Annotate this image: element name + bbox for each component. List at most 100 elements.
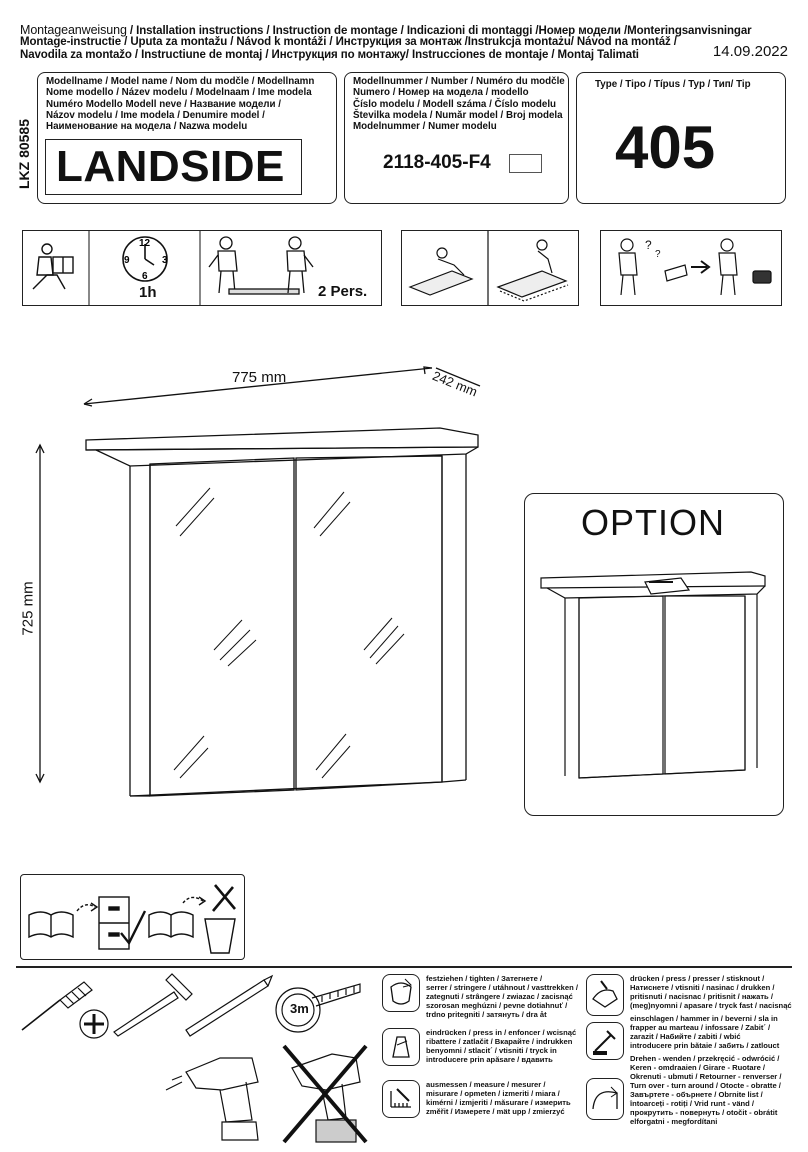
legend-line: zarazit / Набийте / zabiti / wbić [630, 1032, 741, 1041]
legend-line: Okrenuti - ubmuti / Retourner - renverse… [630, 1072, 782, 1081]
height-dimension: 725 mm [19, 581, 37, 636]
tape-length-label: 3m [290, 1001, 309, 1016]
model-name-labels: Modellname / Model name / Nom du modčle … [46, 76, 314, 132]
clock-numeral: 6 [142, 271, 148, 282]
option-cabinet-drawing [540, 571, 766, 779]
phillips-bit-icon [79, 1009, 109, 1039]
model-number-labels: Modellnummer / Number / Numéro du modčle… [353, 76, 565, 132]
keep-instructions-illustration [28, 884, 236, 954]
clock-numeral: 9 [124, 255, 130, 266]
measure-icon [382, 1080, 420, 1118]
type-label: Type / Tipo / Típus / Typ / Тип/ Tip [595, 79, 751, 90]
press-in-text: eindrücken / press in / enfoncer / wcisn… [426, 1028, 576, 1064]
type-box: Type / Tipo / Típus / Typ / Тип/ Tip 405 [576, 72, 786, 204]
legend-line: zategnuti / strângere / zwiazac / zacisn… [426, 992, 573, 1001]
hammer-in-text: einschlagen / hammer in / beverni / sla … [630, 1014, 779, 1050]
press-text: drücken / press / presser / stisknout / … [630, 974, 792, 1010]
header-lead: Montageanweisung [20, 23, 127, 37]
time-label: 1h [139, 284, 157, 301]
preparation-panel: 12 3 6 9 1h 2 Pers. [22, 230, 382, 306]
model-label-line: Názov modelu / Ime modela / Denumire mod… [46, 109, 265, 121]
legend-line: ribattere / zatlačit / Вкарайте / indruk… [426, 1037, 573, 1046]
number-label-line: Numero / Номер на модела / modello [353, 87, 529, 99]
floor-protection-panel [401, 230, 579, 306]
legend-line: kimérni / izmjeriti / măsurare / измерит… [426, 1098, 571, 1107]
legend-line: szorosan meghúzni / pevne dotiahnuť / [426, 1001, 568, 1010]
legend-line: trdno pritegniti / затянуть / dra åt [426, 1010, 547, 1019]
cordless-drill-crossed-icon [282, 1044, 368, 1144]
read-instructions-icon [32, 243, 74, 290]
measure-text: ausmessen / measure / mesurer / misurare… [426, 1080, 571, 1116]
width-dimension: 775 mm [232, 369, 287, 386]
hammer-in-icon [586, 1022, 624, 1060]
legend-line: Завъртете - обърнете / Obrnite list / [630, 1090, 763, 1099]
screwdriver-icon [21, 981, 93, 1031]
missing-parts-illustration: ? ? [618, 238, 772, 296]
turn-over-icon [586, 1078, 624, 1120]
tape-measure-icon [275, 983, 361, 1033]
legend-line: misurare / opmeten / izmeriti / miara / [426, 1089, 560, 1098]
press-icon [586, 974, 624, 1016]
option-box: OPTION [524, 493, 784, 816]
tighten-text: festziehen / tighten / Затегнете / serre… [426, 974, 578, 1019]
header-line-1: Montageanweisung / Installation instruct… [20, 23, 752, 37]
number-label-line: Číslo modelu / Modell száma / Číslo mode… [353, 98, 557, 110]
legend-line: introducere prin bătaie / забить / zatlo… [630, 1041, 780, 1050]
legend-line: ausmessen / measure / mesurer / [426, 1080, 546, 1089]
option-title: OPTION [581, 502, 726, 543]
press-in-icon [382, 1028, 420, 1066]
turn-over-text: Drehen - wenden / przekręcić - odwrócić … [630, 1054, 781, 1126]
number-label-line: Modellnummer / Number / Numéro du modčle [353, 76, 565, 87]
preparation-illustrations: 12 3 6 9 [32, 231, 314, 305]
number-label-line: Modelnummer / Numer modelu [353, 121, 497, 133]
legend-line: Натиснете / vtisniti / nasinac / drukken… [630, 983, 775, 992]
legend-line: Keren - omdraaien / Girare - Ruotare / [630, 1063, 766, 1072]
missing-parts-panel: ? ? [600, 230, 782, 306]
tools-divider [16, 966, 792, 968]
legend-line: elforgatni - megfordítani [630, 1117, 718, 1126]
legend-line: întoarceți - rotiți / Vrid runt - vänd / [630, 1099, 755, 1108]
two-persons-icon [208, 236, 314, 295]
floor-protection-illustration [408, 231, 569, 305]
hammer-icon [113, 973, 193, 1037]
legend-line: introducere prin apăsare / вдавить [426, 1055, 553, 1064]
type-value: 405 [615, 114, 716, 181]
number-label-line: Številka modela / Număr model / Broj mod… [353, 109, 563, 121]
header-line-3: Navodila za montažo / Instructiune de mo… [20, 49, 639, 61]
clock-icon [122, 236, 168, 282]
model-name-field: LANDSIDE [45, 139, 302, 195]
legend-line: festziehen / tighten / Затегнете / [426, 974, 543, 983]
legend-line: Turn over - turn around / Otocte - obrat… [630, 1081, 781, 1090]
tighten-icon [382, 974, 420, 1012]
header-line-1-rest: / Installation instructions / Instructio… [129, 25, 752, 37]
header-line-2: Montage-instructie / Uputa za montažu / … [20, 36, 677, 48]
model-label-line: Numéro Modello Modell neve / Название мо… [46, 98, 282, 110]
model-number-box: Modellnummer / Number / Numéro du modčle… [344, 72, 569, 204]
svg-text:?: ? [655, 249, 661, 260]
legend-line: serrer / stringere / utáhnout / vasttrek… [426, 983, 578, 992]
cabinet-drawing [35, 366, 481, 797]
clock-numeral: 12 [139, 238, 151, 249]
legend-line: změřit / Измерете / mät upp / zmierzyć [426, 1107, 565, 1116]
legend-line: drücken / press / presser / stisknout / [630, 974, 765, 983]
persons-label: 2 Pers. [318, 283, 368, 300]
svg-text:?: ? [645, 238, 652, 252]
tools-illustration [21, 973, 368, 1144]
model-name: LANDSIDE [56, 142, 285, 191]
model-label-line: Nome modello / Název modelu / Modelnaam … [46, 87, 312, 99]
legend-line: frapper au marteau / infossare / Zabit´ … [630, 1023, 771, 1032]
model-name-box: Modellname / Model name / Nom du modčle … [37, 72, 337, 204]
legend-line: eindrücken / press in / enfoncer / wcisn… [426, 1028, 577, 1037]
legend-line: einschlagen / hammer in / beverni / sla … [630, 1014, 778, 1023]
drill-icon [165, 1057, 259, 1141]
clock-numeral: 3 [162, 255, 168, 266]
legend-line: benyomni / stlacit´ / vtisniti / tryck i… [426, 1046, 557, 1055]
legend-line: Drehen - wenden / przekręcić - odwrócić … [630, 1054, 780, 1063]
model-number: 2118-405-F4 [383, 152, 491, 173]
lkz-code: LKZ 80585 [16, 118, 32, 190]
legend-line: pritisnuti / nacisnac / pritisnit / нажа… [630, 992, 773, 1001]
number-suffix-box [509, 154, 542, 173]
legend-line: прокрутить - повернуть / otočit - obráti… [630, 1108, 778, 1117]
legend-line: (meg)nyomni / apasare / tryck fast / nac… [630, 1001, 792, 1010]
document-date: 14.09.2022 [712, 43, 788, 60]
